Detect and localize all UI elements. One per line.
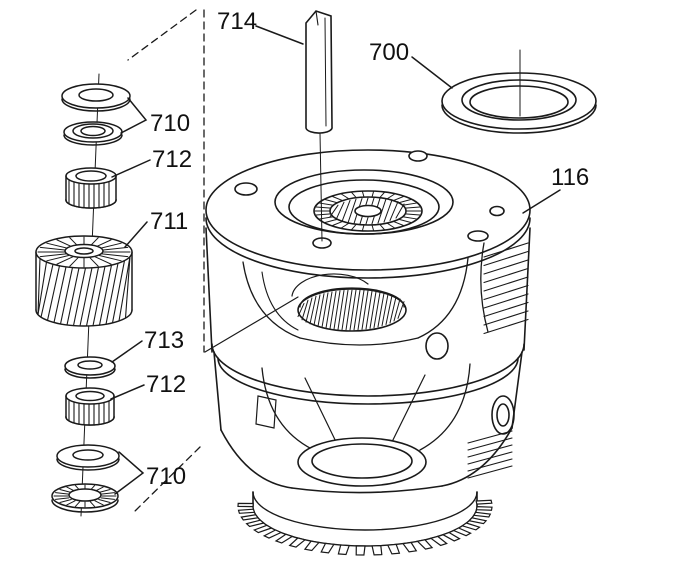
callout-label-712-lower: 712 — [146, 371, 186, 398]
washer-710-upper-1 — [61, 83, 131, 112]
callout-712-lower-leader — [110, 384, 145, 400]
pin-centerline — [319, 132, 323, 242]
inner-gear-hatch — [297, 289, 405, 331]
callout-label-710-lower: 710 — [146, 463, 186, 490]
sprocket-teeth — [237, 499, 493, 556]
washer-710-lower-1 — [56, 444, 120, 471]
washer-710-lower-2 — [51, 483, 119, 513]
bolt-hole — [234, 182, 258, 196]
callout-710-lower-leader — [114, 451, 145, 495]
bowl-right — [441, 427, 513, 487]
lower-window-right — [419, 363, 471, 451]
inner-pinion-arc — [291, 273, 369, 297]
mid-band-upper — [211, 343, 525, 397]
callout-label-116: 116 — [551, 164, 589, 191]
washer-face-hatch — [53, 484, 117, 508]
bolt-hole — [467, 230, 489, 242]
flange-thickness — [205, 217, 531, 279]
washer-710-upper-2 — [63, 121, 123, 146]
side-hole — [425, 332, 449, 360]
callout-712-upper-leader — [111, 159, 151, 178]
web-strut-right — [387, 374, 426, 451]
pin-714 — [305, 10, 333, 242]
callout-label-711: 711 — [150, 208, 188, 235]
callout-label-712-upper: 712 — [152, 146, 192, 173]
callout-713-leader — [111, 340, 143, 363]
callout-710-upper-leader — [120, 97, 148, 134]
bolt-hole — [489, 205, 505, 217]
web-strut-left — [304, 377, 341, 451]
lower-left-edge — [213, 351, 222, 431]
callouts: 714 700 710 712 711 713 712 710 116 — [110, 8, 589, 495]
window-depth-line — [261, 271, 299, 331]
bore-inner — [288, 179, 440, 235]
flange-top — [205, 149, 531, 271]
right-oval-boss — [491, 395, 515, 435]
callout-label-714: 714 — [217, 8, 257, 35]
helical-gear-711 — [35, 235, 133, 327]
sprocket — [237, 491, 493, 556]
trunnion-edge — [480, 242, 489, 333]
bowl-opening-inner — [311, 443, 413, 479]
thrust-washer-713 — [64, 356, 116, 379]
trunnion-hatch — [483, 242, 529, 335]
exploded-parts-stack — [35, 83, 133, 513]
callout-label-710-upper: 710 — [150, 110, 190, 137]
callout-714-leader — [255, 25, 304, 45]
inner-gear-rim — [299, 287, 405, 308]
callout-700-leader — [411, 56, 453, 89]
body-right-edge — [523, 227, 531, 351]
bolt-hole — [408, 150, 428, 162]
gear-teeth-hatch — [37, 256, 131, 327]
gear-top-hatch — [37, 236, 131, 268]
carrier-housing-116 — [205, 149, 531, 556]
spline-gear-inner — [329, 196, 407, 226]
dashed-line-bottom — [132, 446, 201, 514]
pointer-line — [204, 296, 299, 353]
pin-body — [305, 10, 333, 134]
bowl-bottom — [291, 485, 443, 494]
needle-bearing-712-lower — [65, 387, 115, 426]
bearing-rollers-hatch — [68, 179, 110, 209]
callout-711-leader — [124, 221, 148, 248]
spline-gear-hole — [354, 204, 382, 218]
small-window — [255, 395, 277, 429]
window-left-edge — [242, 261, 301, 339]
needle-bearing-712-upper — [65, 167, 117, 209]
bowl-left — [220, 429, 293, 489]
callout-label-700: 700 — [369, 39, 409, 66]
window-right-edge — [417, 257, 469, 339]
ring-700 — [441, 49, 597, 134]
right-oval-hole — [496, 403, 510, 427]
callout-116-leader — [522, 189, 561, 214]
dashed-line-top — [127, 9, 197, 61]
mid-band-lower — [217, 357, 519, 405]
pin-highlight — [324, 17, 327, 127]
bearing-rollers-hatch — [68, 399, 110, 426]
callout-label-713: 713 — [144, 327, 184, 354]
pin-chamfer — [315, 10, 319, 26]
body-left-edge — [205, 227, 213, 353]
window-bottom-edge — [299, 337, 419, 346]
lower-window-left — [261, 367, 319, 453]
